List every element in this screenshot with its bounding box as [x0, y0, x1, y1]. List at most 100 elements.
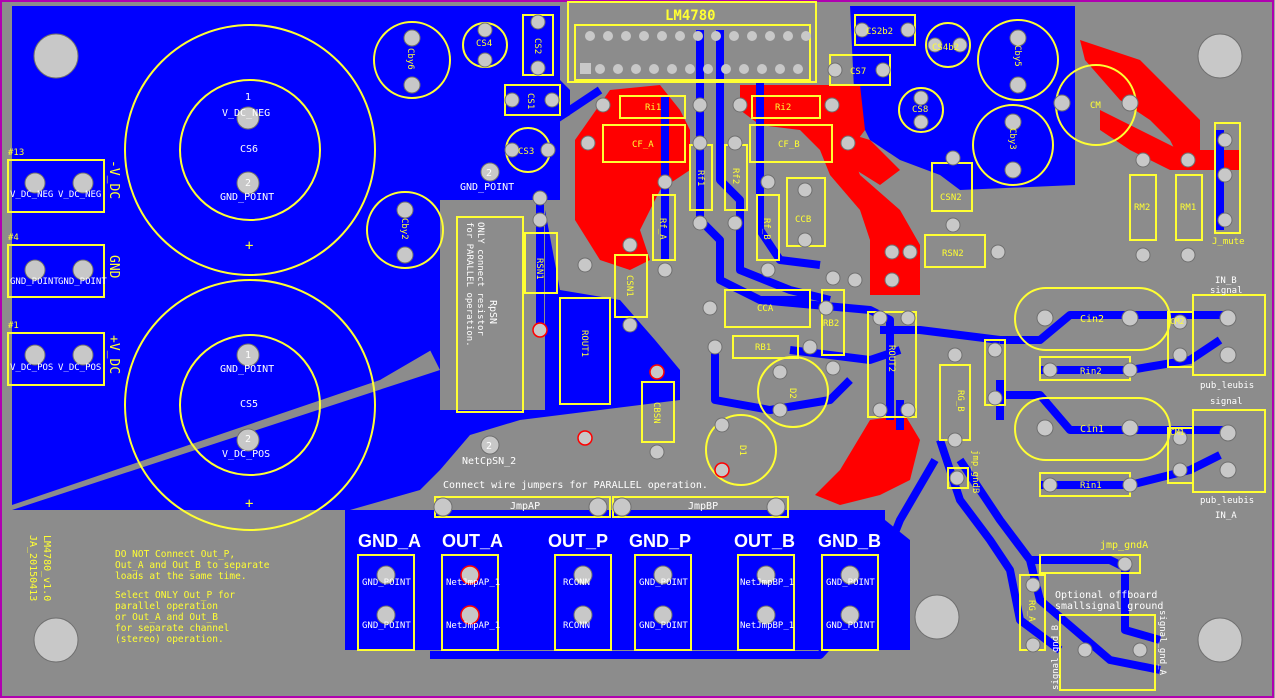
note-line-6: or Out_A and Out_B — [115, 612, 218, 623]
cs6-pin2-num: 2 — [245, 178, 251, 189]
ref-cbsn: CBSN — [651, 402, 661, 424]
out0-pin1: GND_POINT — [362, 578, 411, 588]
ref-cs3: CS3 — [518, 147, 534, 157]
ref-rm1: RM1 — [1180, 203, 1196, 213]
out2-pin1: RCONN — [563, 578, 590, 588]
out3-pin2: GND_POINT — [639, 621, 688, 631]
in-b-bottom: pubˍleubis — [1200, 381, 1254, 391]
offboard-1: Optional offboard — [1055, 590, 1157, 601]
ref-rsn2: RSN2 — [942, 249, 964, 259]
cs6-plus: + — [245, 238, 253, 254]
rpsn-note-3: for PARALLEL operation. — [464, 222, 474, 347]
cs6-pin2-name: GND_POINT — [220, 192, 274, 203]
ref-rf-a: Rf_A — [657, 218, 667, 240]
cs6-inner — [179, 79, 321, 221]
board-name: LM4780_v1.0 — [41, 535, 52, 601]
cs6-label: CS6 — [240, 144, 258, 155]
ref-cby6: Cby6 — [405, 48, 415, 70]
ref-ri1: Ri1 — [645, 103, 661, 113]
usage-notes: DO NOT Connect Out_P, Out_A and Out_B to… — [115, 549, 270, 645]
cs5-pin2-name: V_DC_POS — [222, 449, 270, 460]
out-gnd-p-label: GND_P — [629, 531, 691, 551]
note-line-1: Out_A and Out_B to separate — [115, 560, 270, 571]
cs5-outline — [124, 279, 376, 531]
ref-d1: D1 — [737, 445, 747, 456]
conn13-pins: V_DC_NEG — [10, 190, 53, 200]
out2-pin2: RCONN — [563, 621, 590, 631]
cs5-pin1-num: 1 — [245, 350, 251, 361]
ref-rf2: Rf2 — [730, 168, 740, 184]
ref-cby5: Cby5 — [1012, 45, 1022, 67]
in-a-title: IN_A — [1215, 511, 1237, 521]
in-b-sub: signal — [1210, 286, 1243, 296]
ref-cf-b: CF_B — [778, 140, 800, 150]
netcpsn-num: 2 — [486, 441, 492, 452]
ref-cs8: CS8 — [912, 105, 928, 115]
out5-pin2: GND_POINT — [826, 621, 875, 631]
note-line-7: for separate channel — [115, 623, 229, 634]
ref-cby2: Cby2 — [399, 218, 409, 240]
ref-rm2: RM2 — [1134, 203, 1150, 213]
ref-cm: CM — [1090, 101, 1101, 111]
ref-cs2b2: CS2b2 — [866, 27, 893, 37]
gnd-label: GND — [106, 255, 121, 279]
out4-pin1: NetJmpBP_1 — [740, 578, 794, 588]
sig-gnd-b: signal_gnd_B — [1051, 625, 1061, 690]
cs5-label: CS5 — [240, 399, 258, 410]
cs6-outline — [124, 24, 376, 276]
jumper-note: Connect wire jumpers for PARALLEL operat… — [443, 480, 708, 491]
conn1-ref: #1 — [8, 321, 19, 331]
cs5-pin2-num: 2 — [245, 434, 251, 445]
rpsn-note-1: RpSN — [487, 300, 498, 324]
ref-cm1: CM1 — [1170, 428, 1185, 437]
ref-rg-a: RG_A — [1026, 600, 1036, 622]
out0-pin2: GND_POINT — [362, 621, 411, 631]
ref-rb2: RB2 — [823, 319, 839, 329]
cs5-inner — [179, 334, 321, 476]
ref-cin1: Cin1 — [1080, 424, 1104, 435]
ref-cs1: CS1 — [525, 93, 535, 109]
chip-label: LM4780 — [665, 8, 716, 24]
out1-pin2: NetJmpAP_1 — [446, 621, 500, 631]
conn1-pins: V_DC_POS — [10, 363, 53, 373]
ref-rout1: ROUT1 — [579, 330, 589, 357]
vdc-pos-label: +V_DC — [106, 335, 121, 374]
out1-pin1: NetJmpAP_1 — [446, 578, 500, 588]
cs5-plus: + — [245, 496, 253, 512]
offboard-2: smallsignal ground — [1055, 601, 1163, 612]
ref-rb1: RB1 — [755, 343, 771, 353]
out-b-label: OUT_B — [734, 531, 795, 551]
ref-cin2: Cin2 — [1080, 314, 1104, 325]
in-b-title: IN_B — [1215, 276, 1237, 286]
ref-ccb: CCB — [795, 215, 811, 225]
conn4-pins: GND_POINT — [10, 277, 59, 287]
ref-jmp-gndb: jmp_gndB — [970, 450, 980, 493]
out-a-label: OUT_A — [442, 531, 503, 551]
cs5-pin1-name: GND_POINT — [220, 364, 274, 375]
note-line-8: (stereo) operation. — [115, 634, 224, 645]
ref-rf1: Rf1 — [695, 170, 705, 186]
conn13-ref: #13 — [8, 148, 24, 158]
ref-csn1: CSN1 — [624, 275, 634, 297]
ref-cf-a: CF_A — [632, 140, 654, 150]
conn13-pins2: V_DC_NEG — [58, 190, 101, 200]
note-line-0: DO NOT Connect Out_P, — [115, 549, 235, 560]
ref-rf-b: Rf_B — [761, 218, 771, 240]
ref-cby3: Cby3 — [1007, 128, 1017, 150]
out3-pin1: GND_POINT — [639, 578, 688, 588]
ref-rin1: Rin1 — [1080, 481, 1102, 491]
vdc-neg-label: -V_DC — [106, 160, 121, 199]
out-p-label: OUT_P — [548, 531, 608, 551]
ref-rsn1: RSN1 — [534, 258, 544, 280]
ref-cs7: CS7 — [850, 67, 866, 77]
ref-csn2: CSN2 — [940, 193, 962, 203]
ref-cm2: CM2 — [1170, 317, 1185, 326]
in-a-bottom: pubˍleubis — [1200, 496, 1254, 506]
rpsn-note-2: ONLY connect resistor — [475, 222, 485, 336]
ref-cs4: CS4 — [476, 39, 492, 49]
out-gnd-a-label: GND_A — [358, 531, 421, 551]
ref-jmute: J_mute — [1212, 237, 1245, 247]
sig-gnd-a: signal_gnd_A — [1157, 610, 1167, 676]
ref-rg-b: RG_B — [955, 390, 965, 412]
